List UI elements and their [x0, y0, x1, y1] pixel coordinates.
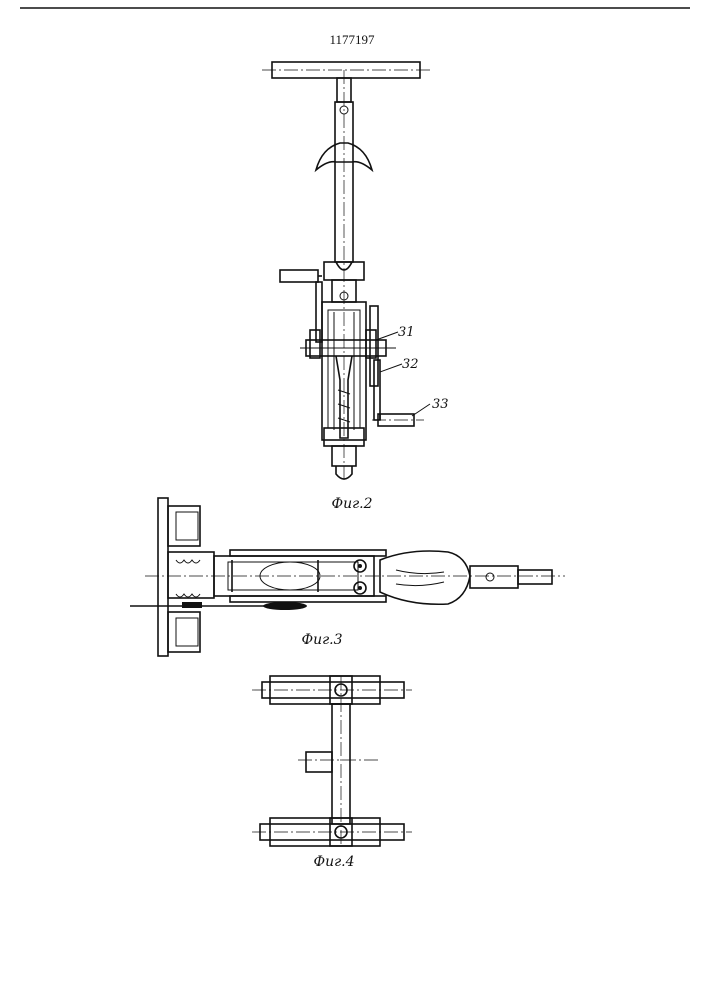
figure-2-drawing — [262, 62, 432, 480]
callout-32: 32 — [402, 357, 419, 372]
callout-33: 33 — [432, 397, 449, 412]
figure-4-caption: Фиг.4 — [313, 854, 354, 870]
figure-3-caption: Фиг.3 — [301, 632, 342, 648]
figure-4-drawing — [252, 676, 412, 846]
figure-3-drawing — [130, 498, 565, 656]
callout-31: 31 — [398, 325, 415, 340]
patent-number: 1177197 — [329, 32, 375, 47]
figure-2-caption: Фиг.2 — [331, 496, 372, 512]
